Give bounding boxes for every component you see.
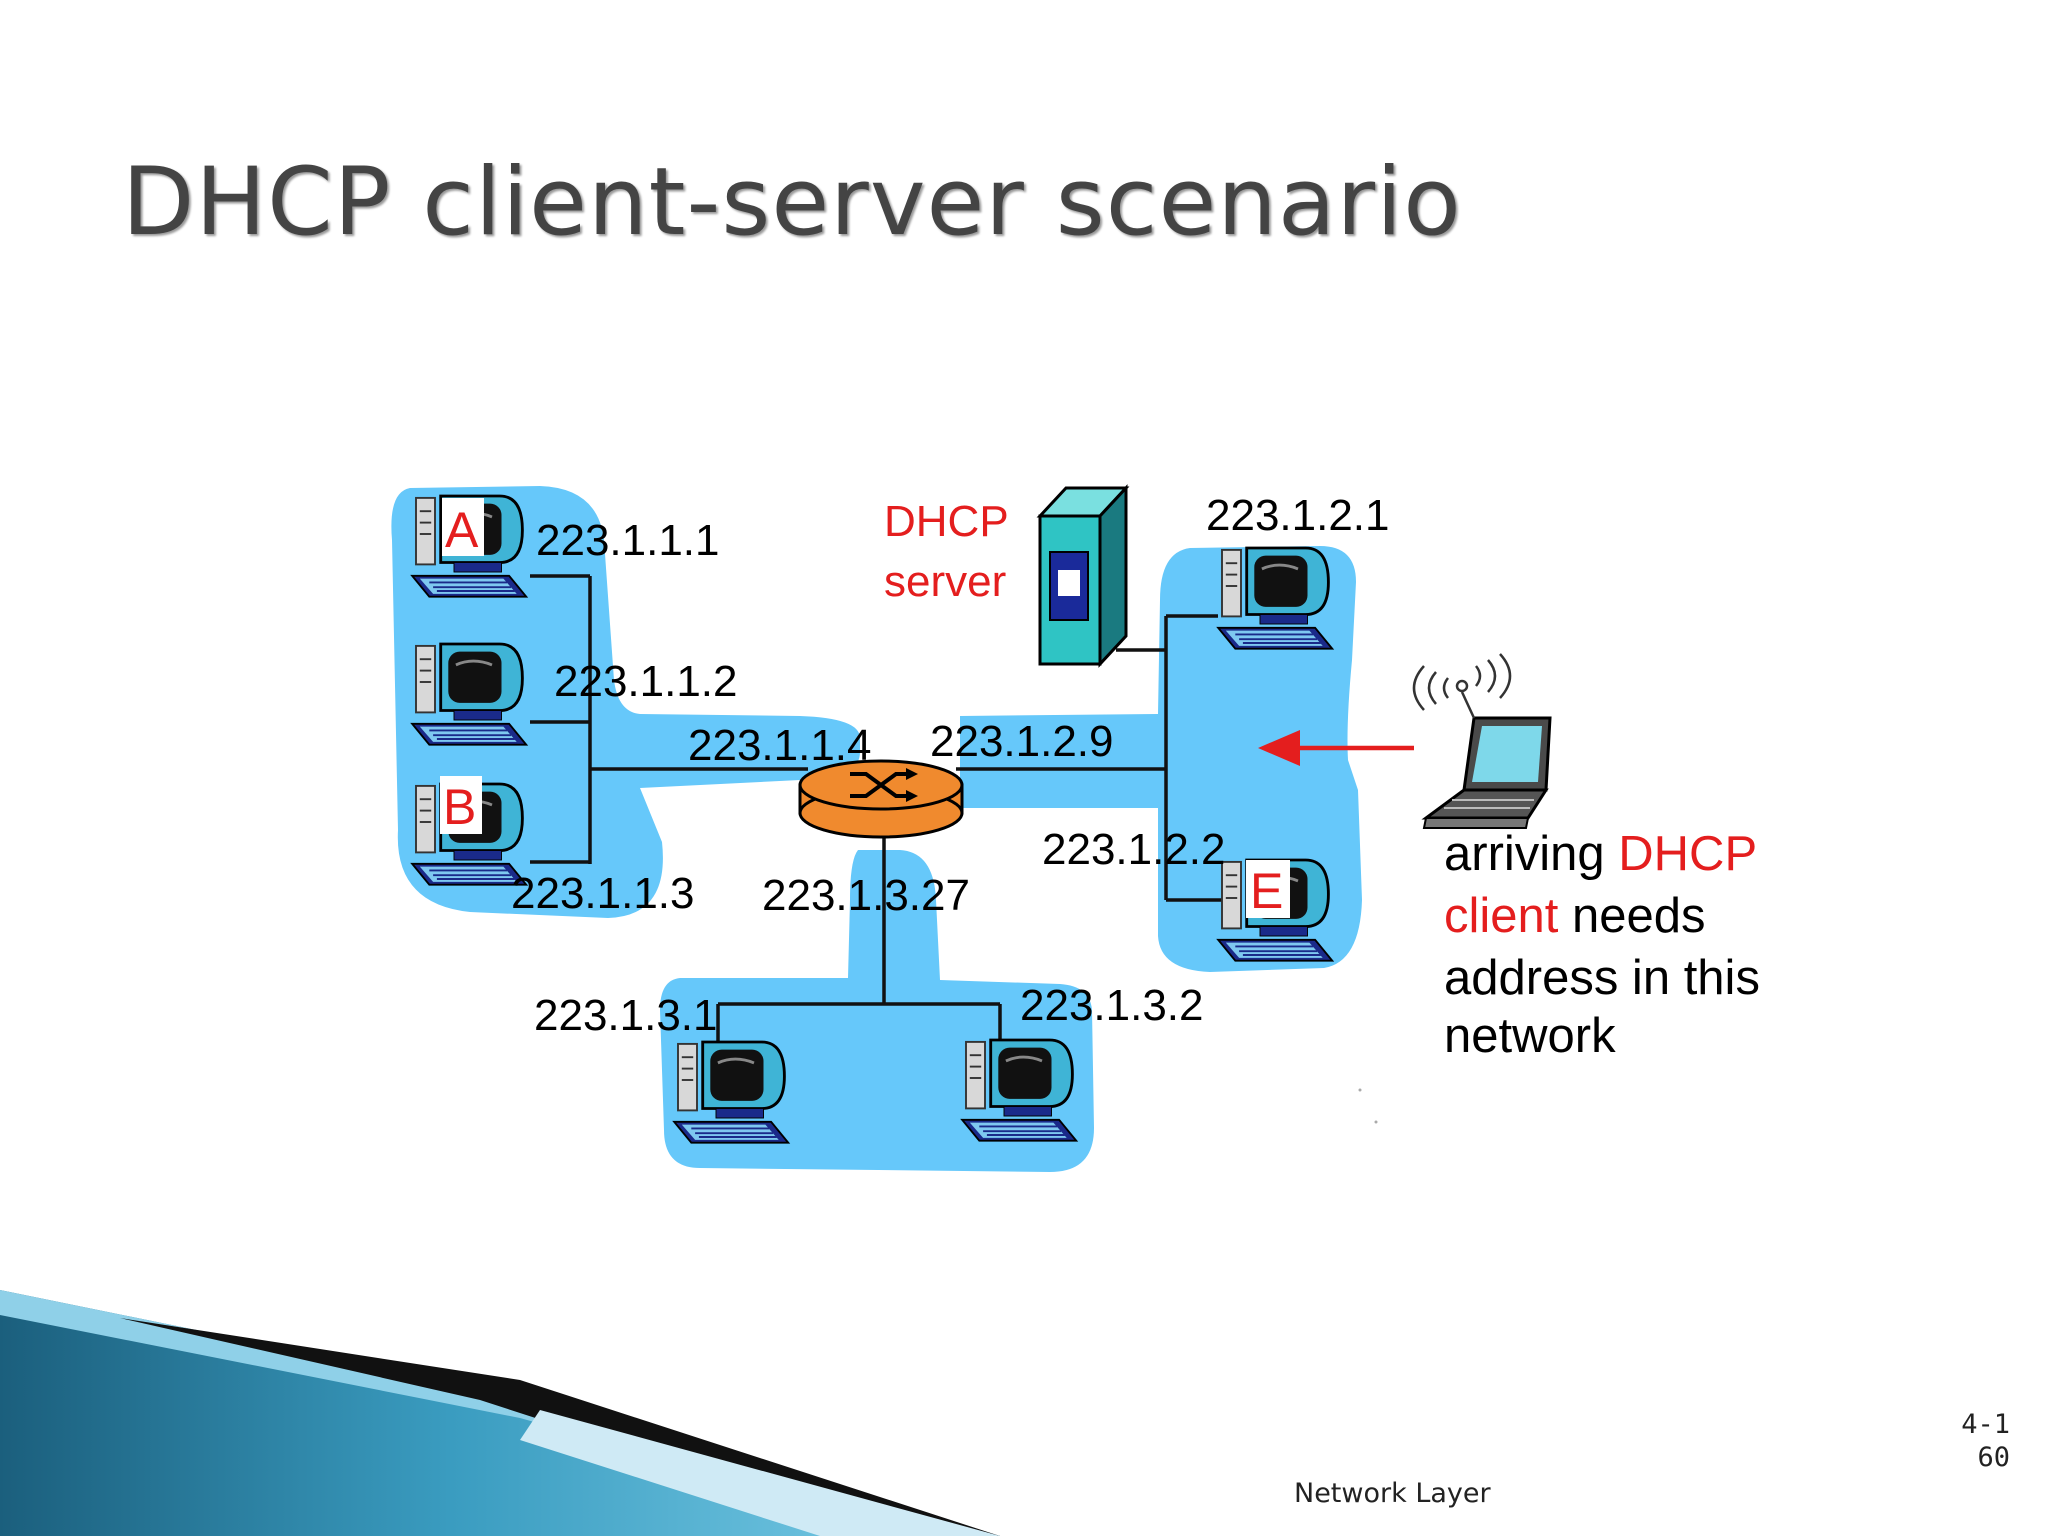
speck-decoration [1358, 1088, 1362, 1092]
host-e-label: E [1250, 863, 1283, 919]
address-223-1-1-3: 223.1.1.3 [511, 869, 695, 918]
address-223-1-1-1: 223.1.1.1 [536, 516, 720, 565]
host-c1-computer [672, 1040, 790, 1145]
host-a-computer: A [410, 494, 528, 599]
note-line-3: address in this [1444, 951, 1760, 1005]
address-223-1-2-9: 223.1.2.9 [930, 717, 1114, 766]
host-a-label: A [445, 502, 479, 558]
slide-title: DHCP client-server scenario [122, 148, 1462, 257]
wires [530, 574, 1224, 1044]
host-b-computer: B [410, 776, 528, 887]
host-b1-computer [1216, 546, 1334, 651]
address-223-1-2-1: 223.1.2.1 [1206, 491, 1390, 540]
speck-decoration [1374, 1120, 1378, 1124]
address-223-1-3-27: 223.1.3.27 [762, 871, 970, 920]
laptop-icon [1421, 716, 1552, 829]
footer-label: Network Layer [1294, 1478, 1491, 1509]
note-line-1: arriving DHCP [1444, 827, 1757, 881]
page-number: 4-160 [1961, 1409, 2010, 1473]
address-223-1-2-2: 223.1.2.2 [1042, 825, 1226, 874]
address-223-1-3-2: 223.1.3.2 [1020, 981, 1204, 1030]
address-223-1-1-4: 223.1.1.4 [688, 721, 872, 770]
host-a2-computer [410, 642, 528, 747]
host-c2-computer [960, 1038, 1078, 1143]
note-line-4: network [1444, 1009, 1616, 1063]
wireless-signal-icon [1412, 653, 1512, 719]
address-223-1-1-2: 223.1.1.2 [554, 657, 738, 706]
host-e-computer: E [1216, 858, 1334, 963]
address-223-1-3-1: 223.1.3.1 [534, 991, 718, 1040]
arrow-left-icon [1258, 730, 1414, 766]
host-b-label: B [443, 779, 476, 835]
router-icon [798, 759, 964, 839]
decorative-swoosh [0, 1290, 1000, 1536]
dhcp-server-label-line1: DHCP [884, 497, 1009, 546]
dhcp-server-label-line2: server [884, 557, 1006, 606]
dhcp-server-icon [1036, 484, 1130, 668]
note-line-2: client needs [1444, 889, 1706, 943]
